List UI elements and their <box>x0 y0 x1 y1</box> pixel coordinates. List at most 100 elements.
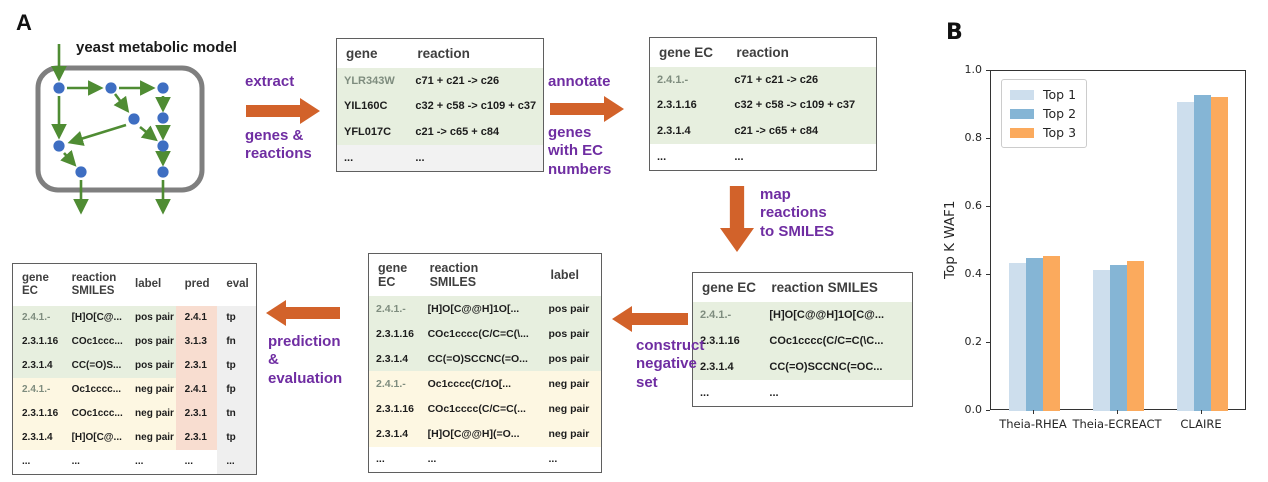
model-boundary-box <box>35 65 205 193</box>
step-label-annotate: genes with EC numbers <box>548 124 612 178</box>
step-arrow-extract-right <box>246 98 320 129</box>
column-header: gene <box>346 45 378 61</box>
legend-label: Top 3 <box>1043 125 1077 140</box>
table-cell: [H]O[C@... <box>71 432 122 444</box>
table-cell: 2.4.1 <box>175 306 218 330</box>
table-cell: 2.3.1.4 <box>22 432 53 444</box>
bar-Theia-ECREACT-top2 <box>1109 264 1127 411</box>
x-axis-tick-mark <box>1033 410 1035 414</box>
table-cell: c32 + c58 -> c109 + c37 <box>415 100 537 113</box>
legend-item: Top 2 <box>1010 104 1076 123</box>
table-cell: ... <box>217 450 257 474</box>
y-axis-title: Top K WAF1 <box>942 200 958 280</box>
table-cell: neg pair <box>548 403 590 416</box>
column-header: gene EC <box>22 271 49 297</box>
column-header: label <box>135 278 162 291</box>
table-cell: ... <box>344 151 354 164</box>
legend-item: Top 1 <box>1010 85 1076 104</box>
table-row: ...... <box>650 144 876 170</box>
table-row: 2.4.1.-[H]O[C@@H]1O[C@... <box>693 302 912 328</box>
table-row: ............... <box>13 450 257 474</box>
table-cell: c21 -> c65 + c84 <box>734 125 819 138</box>
table-cell: 2.3.1.4 <box>657 125 691 138</box>
column-header: eval <box>226 278 249 291</box>
table-cell: 2.3.1.4 <box>22 360 53 372</box>
table-cell: pos pair <box>548 327 590 340</box>
table-cell: CC(=O)SCCNC(=OC... <box>769 360 883 373</box>
column-header: reaction SMILES <box>771 279 878 295</box>
yeast-metabolic-model-diagram: yeast metabolic model <box>35 39 237 215</box>
table-cell: CC(=O)S... <box>71 360 122 372</box>
table-row: 2.4.1.- c71 + c21 -> c26 <box>650 67 876 93</box>
table-cell: c71 + c21 -> c26 <box>415 74 500 87</box>
column-header: label <box>550 267 579 282</box>
table-cell: YIL160C <box>344 100 388 113</box>
y-axis-tick-mark <box>986 341 990 343</box>
table-cell: c71 + c21 -> c26 <box>734 73 819 86</box>
table-cell: CC(=O)SCCNC(=O... <box>427 352 528 365</box>
table-cell: 2.3.1.16 <box>22 408 59 420</box>
table-row: ...... <box>693 380 912 406</box>
step-label-extract: genes & reactions <box>245 127 312 163</box>
table-cell: neg pair <box>135 384 174 396</box>
column-header: reaction <box>736 44 789 60</box>
table-cell: 2.3.1.16 <box>700 334 740 347</box>
bar-CLAIRE-top2 <box>1193 94 1211 411</box>
table-cell: COc1cccc(C/C=C(... <box>427 403 526 416</box>
bar-Theia-RHEA-top2 <box>1025 258 1043 411</box>
y-axis-tick-mark <box>986 273 990 275</box>
table-cell: ... <box>427 453 437 466</box>
legend-swatch <box>1010 89 1034 100</box>
y-axis-tick-mark <box>986 137 990 139</box>
table-cell: [H]O[C@@H]1O[... <box>427 302 520 315</box>
table-cell: ... <box>700 386 710 399</box>
model-title: yeast metabolic model <box>76 39 237 56</box>
column-header: gene EC <box>659 44 714 60</box>
x-axis-tick-label: Theia-RHEA <box>999 417 1067 431</box>
bar-Theia-RHEA-top1 <box>1008 263 1026 411</box>
bar-Theia-ECREACT-top1 <box>1092 269 1110 411</box>
column-header: gene EC <box>378 260 408 289</box>
table-cell: neg pair <box>135 432 174 444</box>
y-axis-tick-label: 0.6 <box>964 199 983 212</box>
panel-a-label: A <box>16 10 32 35</box>
table-cell: 2.4.1.- <box>700 308 732 321</box>
table-cell: YLR343W <box>344 74 395 87</box>
table-cell: ... <box>415 151 425 164</box>
table-cell: ... <box>184 456 193 468</box>
table-cell: tp <box>217 354 257 378</box>
table-cell: pos pair <box>548 352 590 365</box>
table-cell: [H]O[C@... <box>71 312 122 324</box>
y-axis-tick-label: 0.4 <box>964 267 983 280</box>
y-axis-tick-label: 0.8 <box>964 131 983 144</box>
legend-swatch <box>1010 127 1034 138</box>
step-label-annotate: annotate <box>548 73 611 90</box>
panel-b-label: B <box>946 20 963 45</box>
y-axis-tick-label: 0.2 <box>964 335 983 348</box>
table-cell: 2.3.1 <box>175 426 218 450</box>
table-cell: ... <box>769 386 779 399</box>
chart-legend: Top 1 Top 2 Top 3 <box>1001 79 1088 148</box>
table-cell: 2.4.1.- <box>657 73 689 86</box>
table-row: ......... <box>369 446 601 472</box>
plot-area: Top 1 Top 2 Top 3 <box>990 70 1246 411</box>
table-header-row: gene EC reaction <box>650 38 876 67</box>
table-cell: 2.4.1 <box>175 378 218 402</box>
legend-swatch <box>1010 108 1034 119</box>
legend-label: Top 1 <box>1043 87 1077 102</box>
